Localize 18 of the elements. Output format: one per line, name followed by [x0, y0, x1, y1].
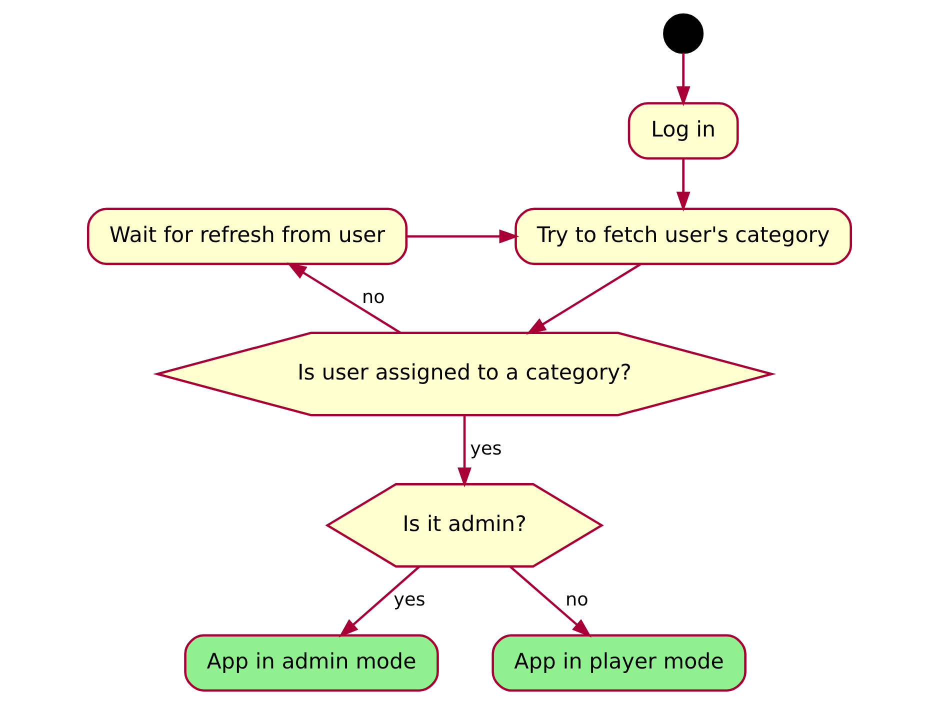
arrow — [676, 158, 690, 212]
arrow — [508, 566, 592, 638]
arrow — [338, 566, 420, 638]
arrow — [676, 52, 690, 106]
arrow — [457, 415, 471, 488]
arrow — [286, 262, 400, 334]
edge-label: yes — [393, 590, 425, 611]
node-box: App in player mode — [491, 634, 746, 692]
node-box: Log in — [627, 102, 738, 160]
arrow — [526, 263, 641, 335]
node-circle — [662, 13, 704, 54]
node-box: Try to fetch user's category — [514, 208, 852, 266]
arrow — [406, 229, 519, 244]
node-box: Wait for refresh from user — [86, 208, 408, 266]
edge-label: no — [565, 590, 588, 611]
edge-label: no — [362, 287, 384, 308]
edge-label: yes — [470, 438, 502, 460]
node-box: App in admin mode — [184, 634, 438, 692]
